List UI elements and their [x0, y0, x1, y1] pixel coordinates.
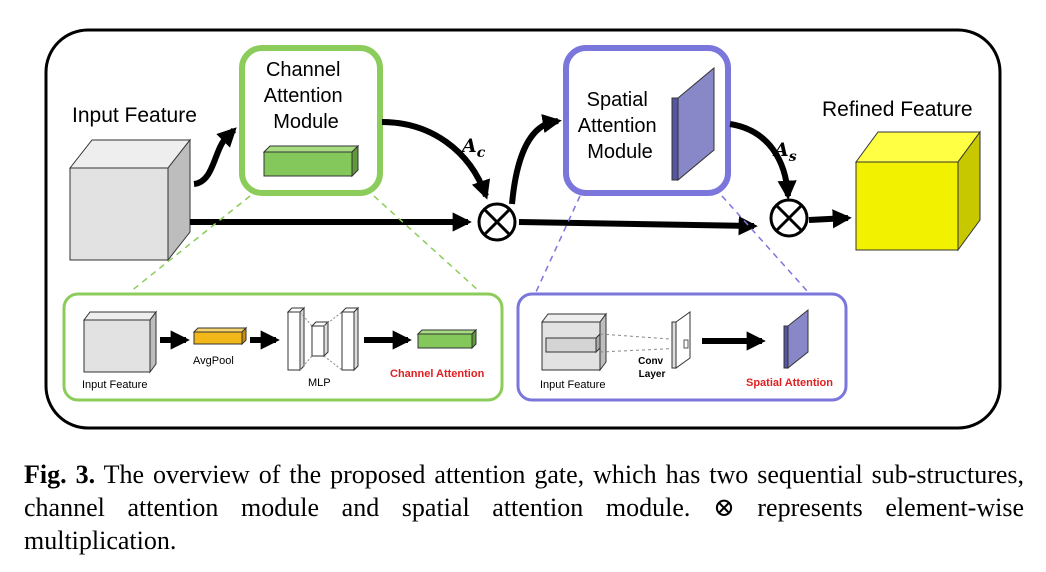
input-feature-cube — [68, 138, 192, 262]
channel-attention-bar — [262, 144, 360, 178]
caption-text: The overview of the proposed attention g… — [24, 460, 1025, 555]
mlp-label: MLP — [308, 377, 331, 389]
input-to-channel-arrow — [193, 127, 237, 187]
conv-projection-lines — [599, 333, 685, 353]
ac-label: Ac — [460, 135, 486, 161]
figure-caption: Fig. 3. The overview of the proposed att… — [24, 458, 1024, 557]
avgpool-bar — [192, 326, 248, 346]
spatial-attention-plane — [671, 66, 715, 182]
channel-zoom-line-right — [373, 195, 481, 293]
channel-detail-input-label: Input Feature — [82, 379, 147, 391]
mlp-layers — [286, 306, 360, 372]
multiply-to-spatial-arrow — [509, 114, 562, 205]
output-arrow — [808, 209, 852, 229]
channel-zoom-line-left — [129, 195, 251, 293]
spatial-attention-output-plane — [783, 308, 809, 370]
spatial-attention-output-label: Spatial Attention — [746, 377, 833, 389]
refined-feature-cube — [855, 130, 981, 252]
figure-label: Fig. 3. — [24, 460, 96, 489]
as-label: As — [772, 139, 797, 165]
multiply-node-1 — [477, 202, 517, 242]
outer-frame — [44, 28, 1002, 430]
channel-attention-output-bar — [416, 328, 478, 350]
conv-layer-label: Conv Layer — [638, 356, 666, 380]
conv-layer-plane — [671, 311, 691, 369]
refined-feature-label: Refined Feature — [822, 98, 973, 121]
attention-gate-diagram: Input Feature Channel Attention Module A… — [44, 28, 1002, 430]
spatial-zoom-line-left — [535, 195, 581, 293]
channel-attention-output-label: Channel Attention — [390, 368, 485, 380]
channel-detail-input-cube — [83, 310, 157, 374]
channel-module-label: Channel Attention Module — [264, 59, 349, 133]
main-flow-arrow-2 — [518, 216, 758, 236]
spatial-detail-input-cube — [541, 312, 607, 372]
spatial-module-label: Spatial Attention Module — [578, 89, 663, 163]
input-feature-label: Input Feature — [72, 104, 197, 127]
avgpool-label: AvgPool — [193, 355, 234, 367]
spatial-to-multiply-arrow — [729, 121, 797, 200]
channel-detail-box — [62, 292, 504, 402]
channel-to-multiply-arrow — [381, 119, 491, 200]
spatial-detail-input-label: Input Feature — [540, 379, 605, 391]
multiply-node-2 — [769, 198, 809, 238]
